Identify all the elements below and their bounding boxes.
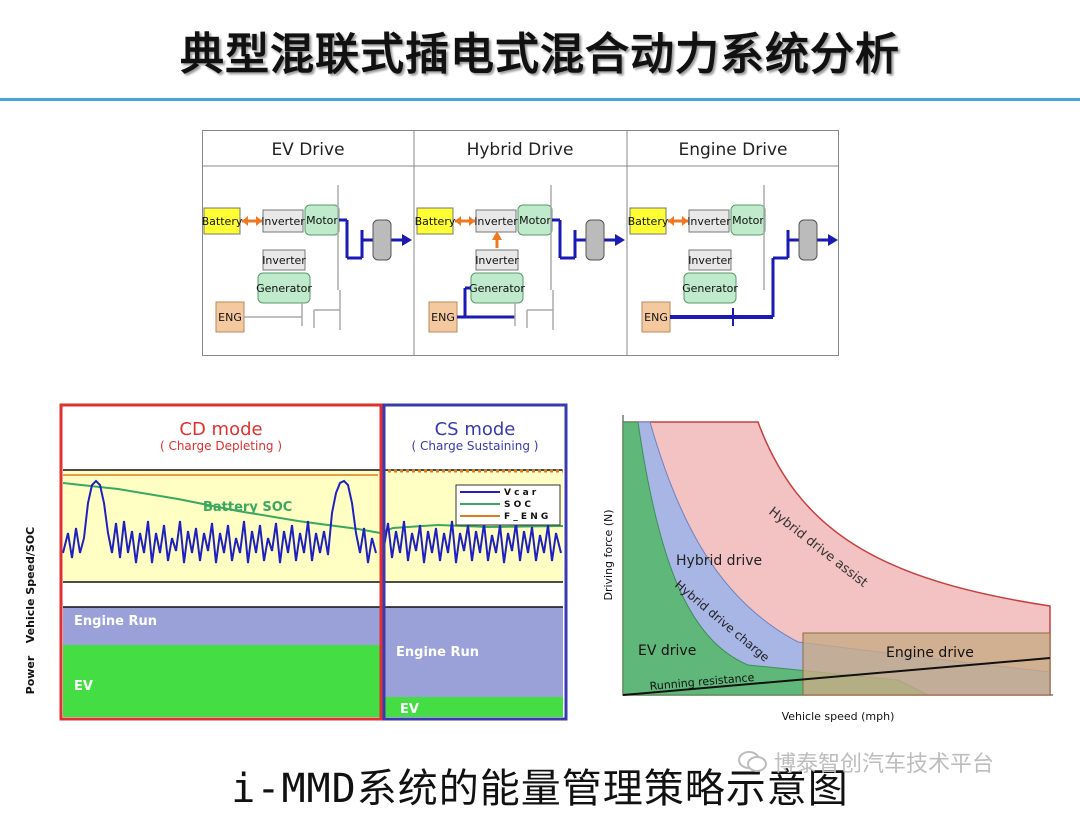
engine-drive-cell: Battery Inverter Motor Inverter Generato… — [628, 185, 838, 333]
drive-modes-diagram: EV Drive Hybrid Drive Engine Drive Batte… — [202, 130, 839, 356]
ev-drive-cell: Battery Inverter Motor Inverter Generato… — [202, 185, 412, 333]
mode-header-engine: Engine Drive — [679, 140, 788, 160]
generator-label: Generator — [469, 282, 525, 295]
generator-label: Generator — [682, 282, 738, 295]
generator-box — [257, 272, 311, 304]
figure-caption: i-MMD系统的能量管理策略示意图 — [231, 766, 849, 812]
x-axis-label: Vehicle speed (mph) — [782, 710, 895, 723]
page-title: 典型混联式插电式混合动力系统分析 — [180, 29, 900, 80]
ev-band-cs — [383, 697, 563, 717]
cd-mode-title: CD mode — [179, 419, 262, 440]
label-ev-drive: EV drive — [638, 643, 696, 659]
battery-soc-label: Battery SOC — [203, 500, 292, 515]
cd-mode-subtitle: ( Charge Depleting ) — [160, 439, 282, 453]
legend-feng: F _ E N G — [504, 512, 548, 522]
running-resistance-line — [622, 657, 1051, 696]
motor-box — [730, 204, 766, 236]
timeline-legend: V c a r S O C F _ E N G — [455, 484, 561, 526]
ev-label-cd: EV — [74, 679, 93, 694]
mode-header-hybrid: Hybrid Drive — [467, 140, 574, 160]
timeline-y-axis-labels: Vehicle Speed/SOC Power — [14, 470, 44, 695]
battery-box — [203, 207, 241, 235]
region-engine-drive — [802, 632, 1051, 696]
title-divider — [0, 98, 1080, 101]
battery-label: Battery — [415, 215, 456, 228]
soc-line — [62, 482, 564, 535]
inverter-label-2: Inverter — [688, 254, 732, 267]
wheel-icon — [585, 219, 605, 261]
vcar-trace-cs — [382, 520, 562, 564]
y-axis-label: Driving force (N) — [602, 509, 615, 600]
cd-mode-frame — [59, 403, 383, 721]
eng-label: ENG — [431, 311, 455, 324]
legend-soc: S O C — [504, 500, 531, 510]
cs-mode-subtitle: ( Charge Sustaining ) — [412, 439, 539, 453]
inverter-box-2 — [688, 249, 732, 271]
hybrid-drive-cell: Battery Inverter Motor Inverter Generato… — [415, 185, 625, 333]
generator-label: Generator — [256, 282, 312, 295]
wechat-icon — [738, 751, 767, 772]
watermark: 博泰智创汽车技术平台 — [738, 744, 994, 780]
ev-label-cs: EV — [400, 702, 419, 717]
eng-box — [215, 301, 245, 333]
inverter-label: Inverter — [474, 215, 518, 228]
motor-label: Motor — [306, 214, 338, 227]
driving-force-chart: Hybrid drive assist Hybrid drive Hybrid … — [598, 410, 1058, 730]
wheel-icon — [798, 219, 818, 261]
eng-label: ENG — [218, 311, 242, 324]
inverter-box — [688, 209, 730, 233]
mode-header-ev: EV Drive — [271, 140, 344, 160]
wheel-icon — [372, 219, 392, 261]
inverter-box-2 — [262, 249, 306, 271]
eng-box — [428, 301, 458, 333]
eng-box — [641, 301, 671, 333]
inverter-label-2: Inverter — [475, 254, 519, 267]
motor-label: Motor — [732, 214, 764, 227]
cs-mode-frame — [382, 403, 568, 721]
label-engine-drive: Engine drive — [886, 645, 974, 661]
label-hybrid-drive: Hybrid drive — [676, 553, 762, 569]
eng-label: ENG — [644, 311, 668, 324]
cd-cs-mode-timeline: CD mode ( Charge Depleting ) CS mode ( C… — [58, 403, 568, 721]
battery-box — [416, 207, 454, 235]
battery-box — [629, 207, 667, 235]
legend-vcar: V c a r — [504, 488, 537, 498]
generator-box — [683, 272, 737, 304]
y-label-power: Power — [24, 655, 37, 694]
engine-run-label-cs: Engine Run — [396, 645, 479, 660]
region-ev-drive — [622, 421, 929, 696]
inverter-label: Inverter — [261, 215, 305, 228]
inverter-label-2: Inverter — [262, 254, 306, 267]
ev-band-cd — [63, 645, 381, 717]
watermark-text: 博泰智创汽车技术平台 — [774, 752, 995, 777]
inverter-label: Inverter — [687, 215, 731, 228]
inverter-box — [262, 209, 304, 233]
inverter-box-2 — [475, 249, 519, 271]
vcar-trace-cd — [62, 479, 377, 564]
battery-label: Battery — [202, 215, 243, 228]
battery-label: Battery — [628, 215, 669, 228]
y-label-speed-soc: Vehicle Speed/SOC — [24, 527, 37, 644]
inverter-box — [475, 209, 517, 233]
motor-label: Motor — [519, 214, 551, 227]
cs-mode-title: CS mode — [435, 419, 516, 440]
engine-run-label-cd: Engine Run — [74, 614, 157, 629]
